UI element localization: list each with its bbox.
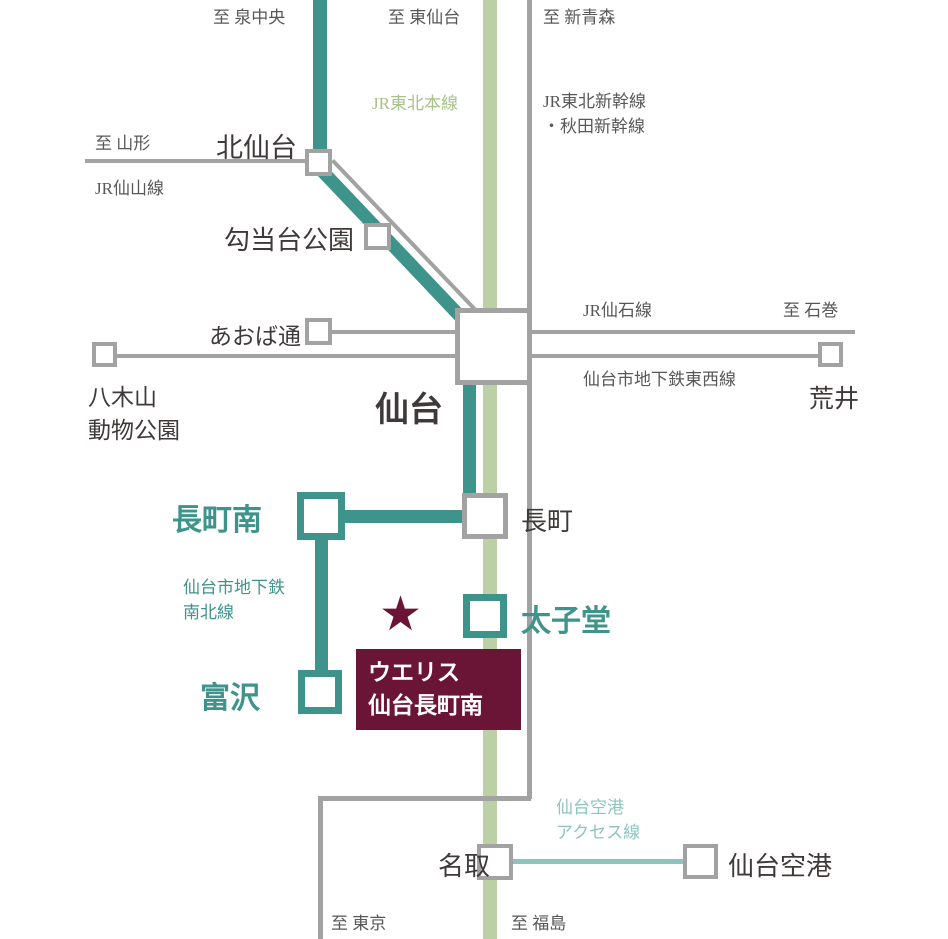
- station-label-arai: 荒井: [809, 386, 860, 413]
- station-marker-kotodai-koen: [364, 223, 391, 250]
- station-label-yagiyama-line2: 動物公園: [88, 418, 180, 444]
- station-label-kotodai-koen: 勾当台公園: [224, 226, 355, 255]
- station-marker-yagiyama: [92, 342, 117, 367]
- line-label-jr-senseki: JR仙石線: [583, 301, 652, 320]
- namboku-line-tomizawa-segment: [315, 538, 328, 674]
- station-label-kita-sendai: 北仙台: [216, 133, 297, 163]
- station-marker-aoba-dori: [305, 318, 332, 345]
- line-label-airport-access-line2: アクセス線: [556, 822, 641, 842]
- station-marker-sendai: [455, 308, 532, 385]
- endpoint-label-shin-aomori: 至 新青森: [543, 8, 616, 27]
- line-label-jr-senzan: JR仙山線: [95, 179, 164, 198]
- namboku-line-sendai-nagamachi-segment: [463, 384, 476, 499]
- station-marker-taishido: [463, 594, 507, 638]
- station-label-sendai: 仙台: [375, 392, 443, 429]
- tokyo-line-vertical-segment: [318, 796, 323, 939]
- line-label-subway-namboku-line2: 南北線: [183, 602, 234, 622]
- property-name-box: ウエリス 仙台長町南: [356, 649, 521, 730]
- endpoint-label-izumi-chuo: 至 泉中央: [213, 8, 286, 27]
- namboku-line-north-segment: [313, 0, 327, 163]
- station-label-aoba-dori: あおば通: [209, 324, 301, 349]
- station-marker-sendai-airport: [683, 844, 718, 879]
- line-label-subway-namboku-line1: 仙台市地下鉄: [183, 578, 285, 597]
- station-label-nagamachi-minami: 長町南: [172, 504, 262, 537]
- shinkansen-line-segment: [527, 0, 532, 799]
- endpoint-label-tokyo: 至 東京: [331, 914, 387, 933]
- station-label-tomizawa: 富沢: [200, 682, 260, 715]
- station-label-taishido: 太子堂: [521, 605, 611, 638]
- line-label-airport-access: 仙台空港 アクセス線: [556, 796, 640, 845]
- property-name-line2: 仙台長町南: [368, 692, 483, 718]
- senseki-line-segment: [318, 330, 855, 334]
- station-marker-nagamachi-minami: [297, 492, 345, 540]
- line-label-jr-tohoku-main: JR東北本線: [372, 94, 458, 113]
- endpoint-label-ishinomaki: 至 石巻: [783, 301, 839, 320]
- station-label-natori: 名取: [438, 852, 491, 881]
- station-label-yagiyama: 八木山 動物公園: [88, 381, 180, 448]
- station-label-sendai-airport: 仙台空港: [728, 852, 833, 881]
- line-label-subway-namboku: 仙台市地下鉄 南北線: [183, 576, 285, 625]
- station-label-nagamachi: 長町: [521, 507, 574, 536]
- line-label-jr-shinkansen-line1: JR東北新幹線: [543, 92, 646, 111]
- line-label-airport-access-line1: 仙台空港: [556, 798, 624, 817]
- property-star-icon: ★: [379, 588, 423, 641]
- station-label-yagiyama-line1: 八木山: [88, 385, 157, 410]
- line-label-subway-tozai: 仙台市地下鉄東西線: [583, 370, 736, 389]
- endpoint-label-yamagata: 至 山形: [95, 134, 151, 153]
- station-marker-tomizawa: [298, 670, 342, 714]
- tokyo-line-horizontal-segment: [318, 796, 531, 801]
- namboku-line-nagamachi-horizontal-segment: [320, 510, 465, 523]
- senzan-line-segment: [85, 159, 313, 163]
- station-marker-kita-sendai: [305, 149, 332, 176]
- endpoint-label-fukushima: 至 福島: [511, 914, 567, 933]
- line-label-jr-shinkansen: JR東北新幹線 ・秋田新幹線: [543, 90, 646, 139]
- station-marker-nagamachi: [462, 493, 508, 539]
- airport-access-line-segment: [512, 859, 686, 864]
- property-name-line1: ウエリス: [368, 660, 460, 685]
- line-label-jr-shinkansen-line2: ・秋田新幹線: [543, 116, 645, 136]
- station-marker-arai: [818, 342, 843, 367]
- station-marker-natori: [477, 844, 513, 880]
- endpoint-label-higashi-sendai: 至 東仙台: [388, 8, 461, 27]
